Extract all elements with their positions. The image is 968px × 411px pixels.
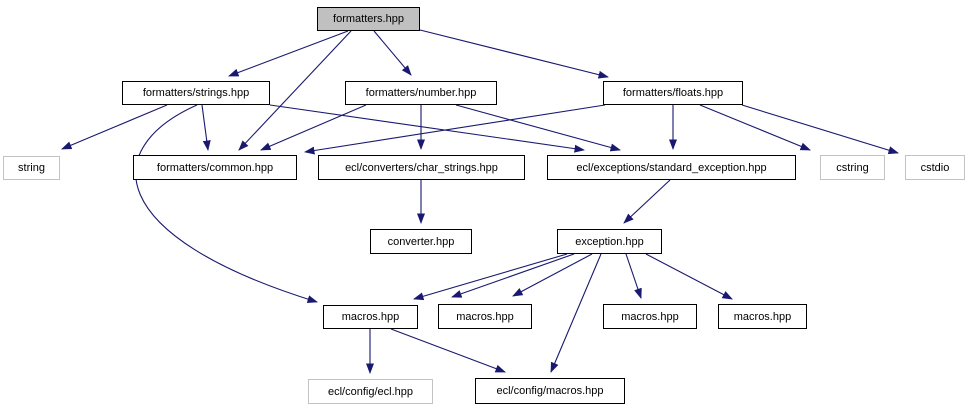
node-macros-hpp-1[interactable]: macros.hpp	[323, 305, 418, 329]
node-formatters-number-hpp[interactable]: formatters/number.hpp	[345, 81, 497, 105]
node-converter-hpp[interactable]: converter.hpp	[370, 229, 472, 254]
node-ecl-converters-char-strings-hpp[interactable]: ecl/converters/char_strings.hpp	[318, 155, 525, 180]
edge-number-common	[260, 104, 367, 151]
edge-strings-macros1	[135, 104, 318, 304]
node-label: macros.hpp	[621, 310, 679, 323]
edge-exception-configmacros	[550, 253, 602, 373]
node-label: cstdio	[920, 161, 950, 174]
node-label: exception.hpp	[575, 235, 644, 248]
edge-exception-macros1	[413, 253, 568, 301]
node-ecl-config-macros-hpp[interactable]: ecl/config/macros.hpp	[475, 378, 625, 404]
node-label: formatters/common.hpp	[156, 161, 274, 174]
node-formatters-strings-hpp[interactable]: formatters/strings.hpp	[122, 81, 270, 105]
node-label: macros.hpp	[341, 311, 400, 323]
edge-exception-macros4	[645, 253, 733, 300]
edge-strings-string	[61, 104, 168, 150]
edge-number-stdexception	[455, 104, 621, 152]
edge-macros1-configmacros	[390, 328, 506, 373]
node-cstring: cstring	[820, 155, 885, 180]
node-formatters-common-hpp[interactable]: formatters/common.hpp	[133, 155, 297, 180]
edge-formatters-common	[238, 30, 352, 151]
node-label: formatters/number.hpp	[365, 87, 477, 99]
node-label: macros.hpp	[456, 310, 514, 323]
node-ecl-config-ecl-hpp: ecl/config/ecl.hpp	[308, 379, 433, 404]
edge-floats-cstdio	[741, 104, 899, 155]
node-label: converter.hpp	[387, 235, 455, 248]
edge-stdexception-exception	[623, 179, 671, 224]
edge-floats-cstring	[699, 104, 811, 151]
node-macros-hpp-2[interactable]: macros.hpp	[438, 304, 532, 329]
node-label: ecl/config/ecl.hpp	[328, 385, 413, 398]
edge-exception-macros3	[625, 253, 642, 299]
edge-exception-macros2	[451, 253, 593, 298]
node-macros-hpp-4[interactable]: macros.hpp	[718, 304, 807, 329]
node-label: ecl/config/macros.hpp	[496, 385, 604, 397]
node-label: macros.hpp	[733, 310, 792, 323]
node-string: string	[3, 156, 60, 180]
node-label: cstring	[836, 161, 869, 174]
edge-floats-common	[304, 104, 606, 155]
node-exception-hpp[interactable]: exception.hpp	[557, 229, 662, 254]
edge-strings-stdexception	[269, 104, 585, 153]
node-label: formatters/floats.hpp	[622, 87, 724, 99]
edge-strings-common	[201, 104, 211, 151]
node-ecl-exceptions-standard-exception-hpp[interactable]: ecl/exceptions/standard_exception.hpp	[547, 155, 796, 180]
node-label: formatters.hpp	[333, 13, 404, 25]
node-label: string	[18, 162, 45, 174]
node-label: ecl/converters/char_strings.hpp	[345, 161, 498, 174]
node-macros-hpp-3[interactable]: macros.hpp	[603, 304, 697, 329]
node-cstdio: cstdio	[905, 155, 965, 180]
node-label: ecl/exceptions/standard_exception.hpp	[576, 161, 767, 174]
edge-formatters-strings	[228, 30, 349, 77]
node-label: formatters/strings.hpp	[142, 87, 250, 99]
node-formatters-hpp[interactable]: formatters.hpp	[317, 7, 420, 31]
node-formatters-floats-hpp[interactable]: formatters/floats.hpp	[603, 81, 743, 105]
edge-formatters-number	[373, 30, 412, 76]
edge-formatters-floats	[419, 29, 609, 79]
